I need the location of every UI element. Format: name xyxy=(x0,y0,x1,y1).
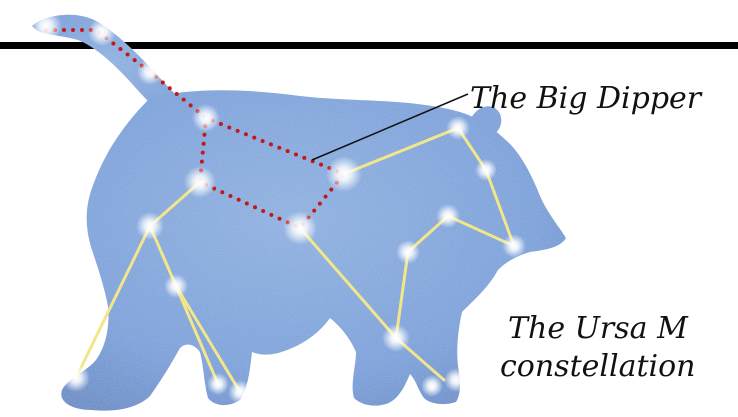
star-bowl-bottom-left xyxy=(184,166,216,198)
star-chest xyxy=(396,240,420,264)
star-bowl-top-right xyxy=(326,156,362,192)
big-dipper-label: The Big Dipper xyxy=(470,81,703,116)
star-eye xyxy=(475,159,497,181)
ursa-major-label-line1: The Ursa M xyxy=(508,311,689,346)
star-back-paw-a xyxy=(421,375,443,397)
star-front-paw-b xyxy=(207,373,229,395)
star-tail-tip xyxy=(30,10,62,42)
star-shoulder xyxy=(136,212,164,240)
star-back-paw-b xyxy=(444,368,468,392)
star-front-knee xyxy=(164,274,188,298)
star-jaw xyxy=(436,204,460,228)
star-ear xyxy=(446,116,470,140)
star-bowl-top-left xyxy=(192,104,220,132)
star-front-paw-c xyxy=(228,380,252,404)
star-nose xyxy=(502,234,526,258)
star-bowl-bottom-right xyxy=(283,211,317,245)
star-tail-mid xyxy=(88,18,116,46)
star-tail-base xyxy=(137,59,163,85)
star-hip xyxy=(382,324,410,352)
star-front-paw-a xyxy=(62,364,90,392)
ursa-major-label-line2: constellation xyxy=(500,349,696,384)
